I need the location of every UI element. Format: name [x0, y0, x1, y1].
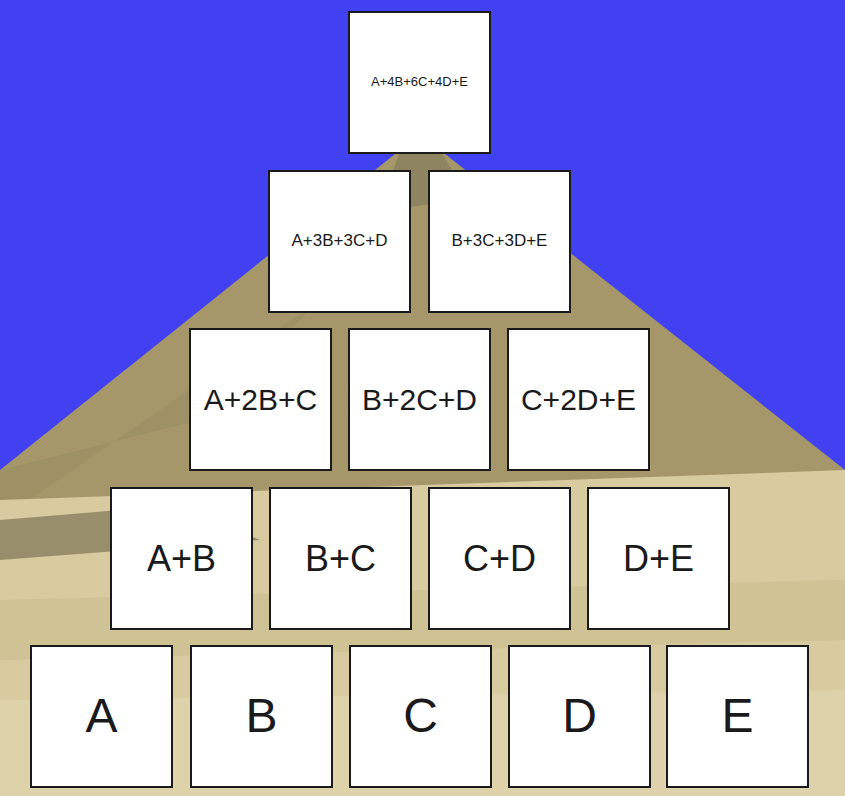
box-label: A+3B+3C+D	[292, 232, 388, 251]
box-label: A+4B+6C+4D+E	[371, 75, 468, 89]
box-label: D+E	[623, 539, 694, 579]
pyramid-box: C+2D+E	[507, 328, 650, 471]
pyramid-box: B+C	[269, 487, 412, 630]
box-label: C+2D+E	[521, 383, 636, 416]
box-label: C+D	[463, 539, 536, 579]
pyramid-box: E	[666, 645, 809, 788]
pyramid-box: B+2C+D	[348, 328, 491, 471]
box-label: B+2C+D	[362, 383, 477, 416]
box-label: A	[85, 690, 117, 743]
box-label: D	[562, 690, 597, 743]
box-label: B+C	[305, 539, 376, 579]
box-label: B	[245, 690, 277, 743]
pyramid-box: A	[30, 645, 173, 788]
box-label: E	[721, 690, 753, 743]
pyramid-box: A+4B+6C+4D+E	[348, 11, 491, 154]
pyramid-box: C+D	[428, 487, 571, 630]
box-label: A+B	[147, 539, 216, 579]
pyramid-box: A+2B+C	[189, 328, 332, 471]
pyramid-box: B	[190, 645, 333, 788]
pyramid-box: A+3B+3C+D	[268, 170, 411, 313]
box-label: B+3C+3D+E	[452, 232, 548, 251]
pyramid-box: C	[349, 645, 492, 788]
pyramid-box: D+E	[587, 487, 730, 630]
box-label: A+2B+C	[204, 383, 317, 416]
box-label: C	[403, 690, 438, 743]
pyramid-box: B+3C+3D+E	[428, 170, 571, 313]
pyramid-box: A+B	[110, 487, 253, 630]
pyramid-box: D	[508, 645, 651, 788]
